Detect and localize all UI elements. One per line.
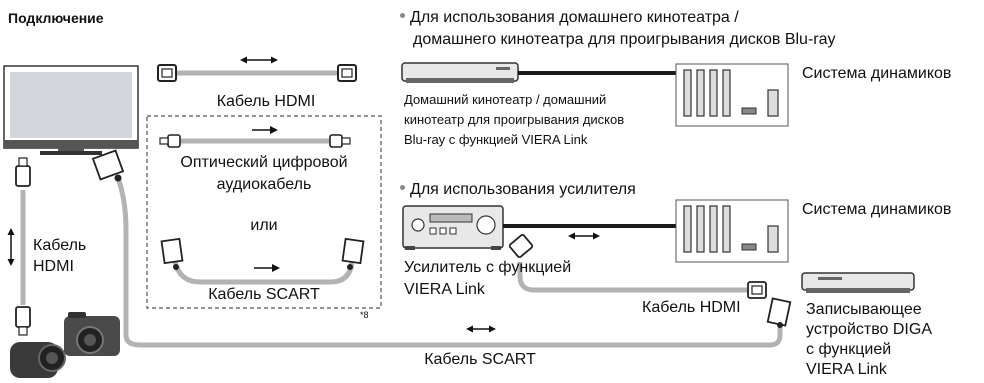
optical-cable-label-1: Оптический цифровой <box>180 154 348 171</box>
amp-bullet: Для использования усилителя <box>400 180 636 200</box>
hdmi-cable-left-label-2: HDMI <box>33 258 74 275</box>
optical-cable-label-2: аудиокабель <box>216 176 312 193</box>
diga-recorder-icon <box>801 272 915 293</box>
amp-desc-2: VIERA Link <box>404 281 485 298</box>
or-label: или <box>250 217 278 234</box>
scart-cable-bottom-label: Кабель SCART <box>424 351 536 368</box>
diga-label-4: VIERA Link <box>806 361 887 378</box>
scart-cable-long <box>91 149 792 348</box>
home-theater-bullet: Для использования домашнего кинотеатра / <box>400 8 739 28</box>
home-theater-desc-2: кинотеатр для проигрывания дисков <box>404 112 625 127</box>
home-theater-bullet-2: домашнего кинотеатра для проигрывания ди… <box>413 31 836 48</box>
hdmi-cable-left-label-1: Кабель <box>33 237 87 254</box>
speaker-system-icon-1 <box>675 63 789 127</box>
tv-icon <box>3 65 139 155</box>
optical-cable <box>159 126 351 148</box>
alternative-box <box>146 115 382 309</box>
speaker-system-icon-2 <box>675 199 789 263</box>
home-theater-desc-1: Домашний кинотеатр / домашний <box>404 92 607 107</box>
amplifier-icon <box>402 205 504 250</box>
home-theater-icon <box>401 62 519 83</box>
scart-cable-box <box>160 237 365 285</box>
hdmi-cable-top-label: Кабель HDMI <box>216 93 316 110</box>
footnote-mark: *8 <box>360 310 369 320</box>
diga-label-3: с функцией <box>806 341 892 358</box>
amp-desc-1: Усилитель с функцией <box>404 259 572 276</box>
home-theater-desc-3: Blu-ray с функцией VIERA Link <box>404 132 588 147</box>
hdmi-cable-right-label: Кабель HDMI <box>642 299 741 316</box>
speaker-system-label-1: Система динамиков <box>802 65 952 82</box>
speaker-system-label-2: Система динамиков <box>802 201 952 218</box>
diga-label-1: Записывающее <box>806 301 922 318</box>
hdmi-cable-top <box>157 56 357 82</box>
camera-icon <box>64 312 120 356</box>
scart-cable-box-label: Кабель SCART <box>208 286 320 303</box>
camcorder-icon <box>10 342 66 378</box>
page-title: Подключение <box>8 10 104 26</box>
diga-label-2: устройство DIGA <box>806 321 932 338</box>
hdmi-cable-amp-diga <box>508 232 767 299</box>
hdmi-cable-left <box>7 157 31 336</box>
